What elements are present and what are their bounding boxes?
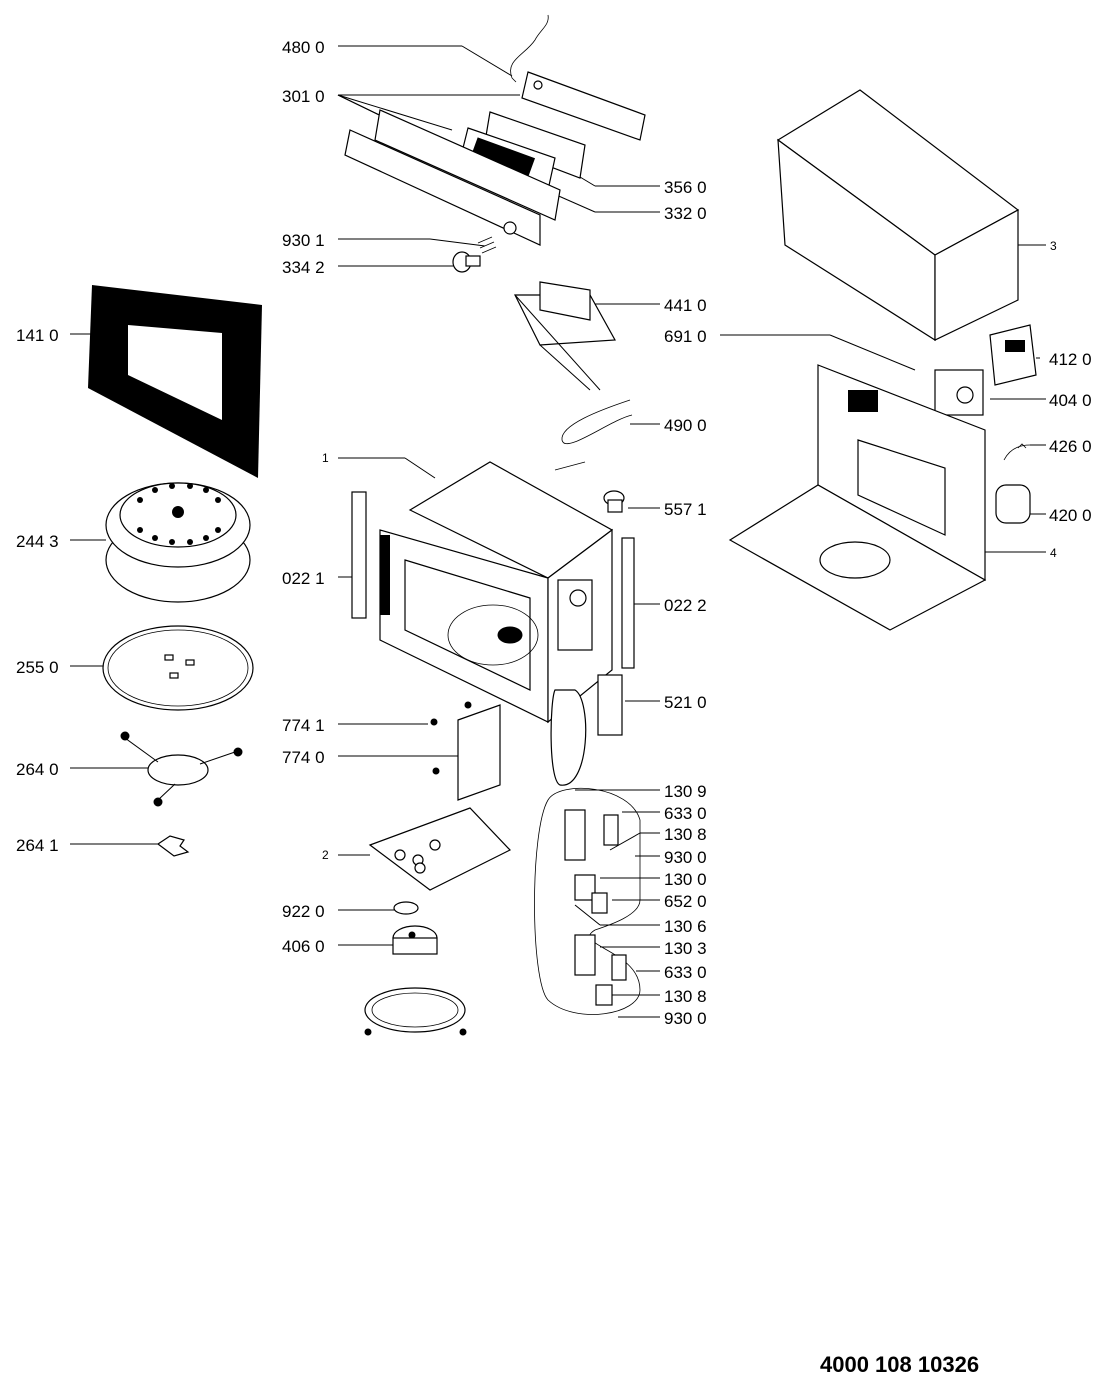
callout-130-6: 130 6 <box>664 917 707 936</box>
base-plate-2-part <box>368 807 511 891</box>
callout-022-1: 022 1 <box>282 569 325 588</box>
bracket-441-part <box>514 281 616 391</box>
callout-426-0: 426 0 <box>1049 437 1092 456</box>
callout-633-0-b: 633 0 <box>664 963 707 982</box>
turntable-255-part <box>102 625 254 711</box>
callout-521-0: 521 0 <box>664 693 707 712</box>
interlock-521-part <box>550 674 623 786</box>
callout-930-1: 930 1 <box>282 231 325 250</box>
callout-412-0: 412 0 <box>1049 350 1092 369</box>
wire-490-part <box>554 399 633 471</box>
control-panel-assembly <box>344 71 646 246</box>
rail-022-1-part <box>351 491 367 619</box>
callout-356-0: 356 0 <box>664 178 707 197</box>
callout-130-8-a: 130 8 <box>664 825 707 844</box>
callout-141-0: 141 0 <box>16 326 59 345</box>
backwall-4-part <box>728 364 987 631</box>
callout-490-0: 490 0 <box>664 416 707 435</box>
callout-406-0: 406 0 <box>282 937 325 956</box>
motor-406-part <box>392 925 438 955</box>
callout-130-0: 130 0 <box>664 870 707 889</box>
callout-633-0-a: 633 0 <box>664 804 707 823</box>
callout-404-0: 404 0 <box>1049 391 1092 410</box>
callout-2: 2 <box>322 848 329 862</box>
plate-774-part <box>430 701 501 801</box>
rail-022-2-part <box>621 537 635 669</box>
callout-4: 4 <box>1050 546 1057 560</box>
cable-480-part <box>510 14 549 83</box>
leader-lines <box>70 45 1046 1018</box>
callout-774-1: 774 1 <box>282 716 325 735</box>
callout-774-0: 774 0 <box>282 748 325 767</box>
callout-130-3: 130 3 <box>664 939 707 958</box>
callout-301-0: 301 0 <box>282 87 325 106</box>
callout-930-0-b: 930 0 <box>664 1009 707 1028</box>
coupler-264-1-part <box>156 835 190 857</box>
support-264-part <box>120 731 243 807</box>
capacitor-420-part <box>995 484 1031 524</box>
callout-3: 3 <box>1050 239 1057 253</box>
callout-441-0: 441 0 <box>664 296 707 315</box>
cover-244-part <box>105 482 251 603</box>
callout-557-1: 557 1 <box>664 500 707 519</box>
knob-and-spring <box>452 236 497 273</box>
callout-1: 1 <box>322 451 329 465</box>
callout-264-1: 264 1 <box>16 836 59 855</box>
diode-426-part <box>1003 443 1031 461</box>
cavity-1-part <box>379 461 614 724</box>
callout-691-0: 691 0 <box>664 327 707 346</box>
callout-264-0: 264 0 <box>16 760 59 779</box>
washer-922-part <box>393 901 419 915</box>
callout-255-0: 255 0 <box>16 658 59 677</box>
lamp-557-part <box>603 490 625 513</box>
magnetron-404-part <box>934 369 984 416</box>
callout-652-0: 652 0 <box>664 892 707 911</box>
callout-332-0: 332 0 <box>664 204 707 223</box>
callout-480-0: 480 0 <box>282 38 325 57</box>
callout-130-9: 130 9 <box>664 782 707 801</box>
callout-420-0: 420 0 <box>1049 506 1092 525</box>
casing-3-part <box>776 89 1020 342</box>
transformer-412-part <box>989 324 1037 386</box>
callout-022-2: 022 2 <box>664 596 707 615</box>
callout-244-3: 244 3 <box>16 532 59 551</box>
callout-930-0-a: 930 0 <box>664 848 707 867</box>
door-141-part <box>88 285 262 478</box>
callout-334-2: 334 2 <box>282 258 325 277</box>
ring-part <box>364 987 467 1036</box>
interlock-detail-group <box>534 787 641 1015</box>
callout-labels: 480 0 301 0 356 0 332 0 930 1 334 2 141 … <box>16 38 1092 1028</box>
document-number: 4000 108 10326 <box>820 1352 980 1377</box>
callout-922-0: 922 0 <box>282 902 325 921</box>
callout-130-8-b: 130 8 <box>664 987 707 1006</box>
